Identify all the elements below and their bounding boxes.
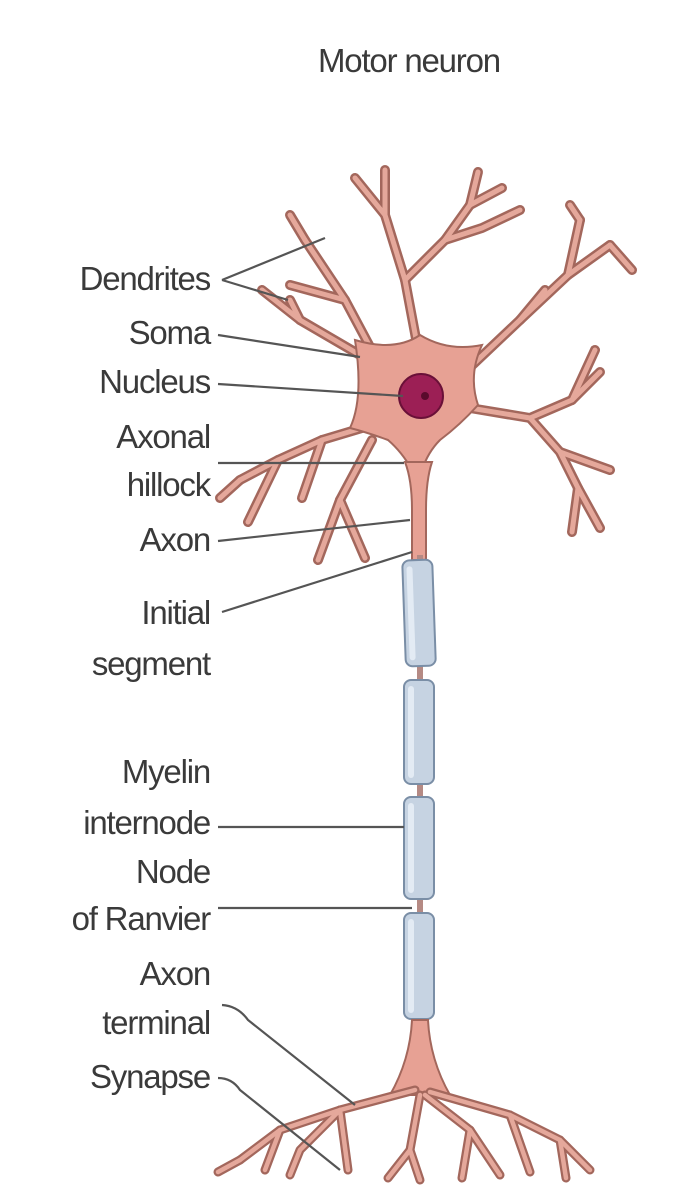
- label-soma: Soma: [129, 314, 212, 351]
- label-axonal-line2: hillock: [127, 466, 212, 503]
- label-terminal-line2: terminal: [102, 1004, 210, 1041]
- label-synapse: Synapse: [90, 1058, 210, 1095]
- label-node-line2: of Ranvier: [72, 900, 212, 937]
- labels: Dendrites Soma Nucleus Axonal hillock Ax…: [72, 260, 213, 1095]
- nucleolus-shape: [421, 392, 429, 400]
- diagram-title: Motor neuron: [318, 42, 500, 79]
- leader-lines: [217, 236, 413, 1171]
- myelin-sheaths: [401, 558, 437, 1020]
- label-myelin-line2: internode: [83, 804, 210, 841]
- label-terminal-line1: Axon: [140, 955, 210, 992]
- label-nucleus: Nucleus: [99, 363, 211, 400]
- label-dendrites: Dendrites: [80, 260, 211, 297]
- terminal-branches: [213, 1085, 595, 1185]
- axon-terminal-shape: [388, 1019, 452, 1096]
- dendrites: [215, 165, 637, 565]
- label-axonal-line1: Axonal: [116, 418, 210, 455]
- label-node-line1: Node: [136, 853, 210, 890]
- label-myelin-line1: Myelin: [122, 753, 210, 790]
- label-axon: Axon: [140, 521, 210, 558]
- label-initial-line2: segment: [92, 645, 211, 682]
- label-initial-line1: Initial: [141, 594, 210, 631]
- axon-hillock-shape: [403, 461, 434, 561]
